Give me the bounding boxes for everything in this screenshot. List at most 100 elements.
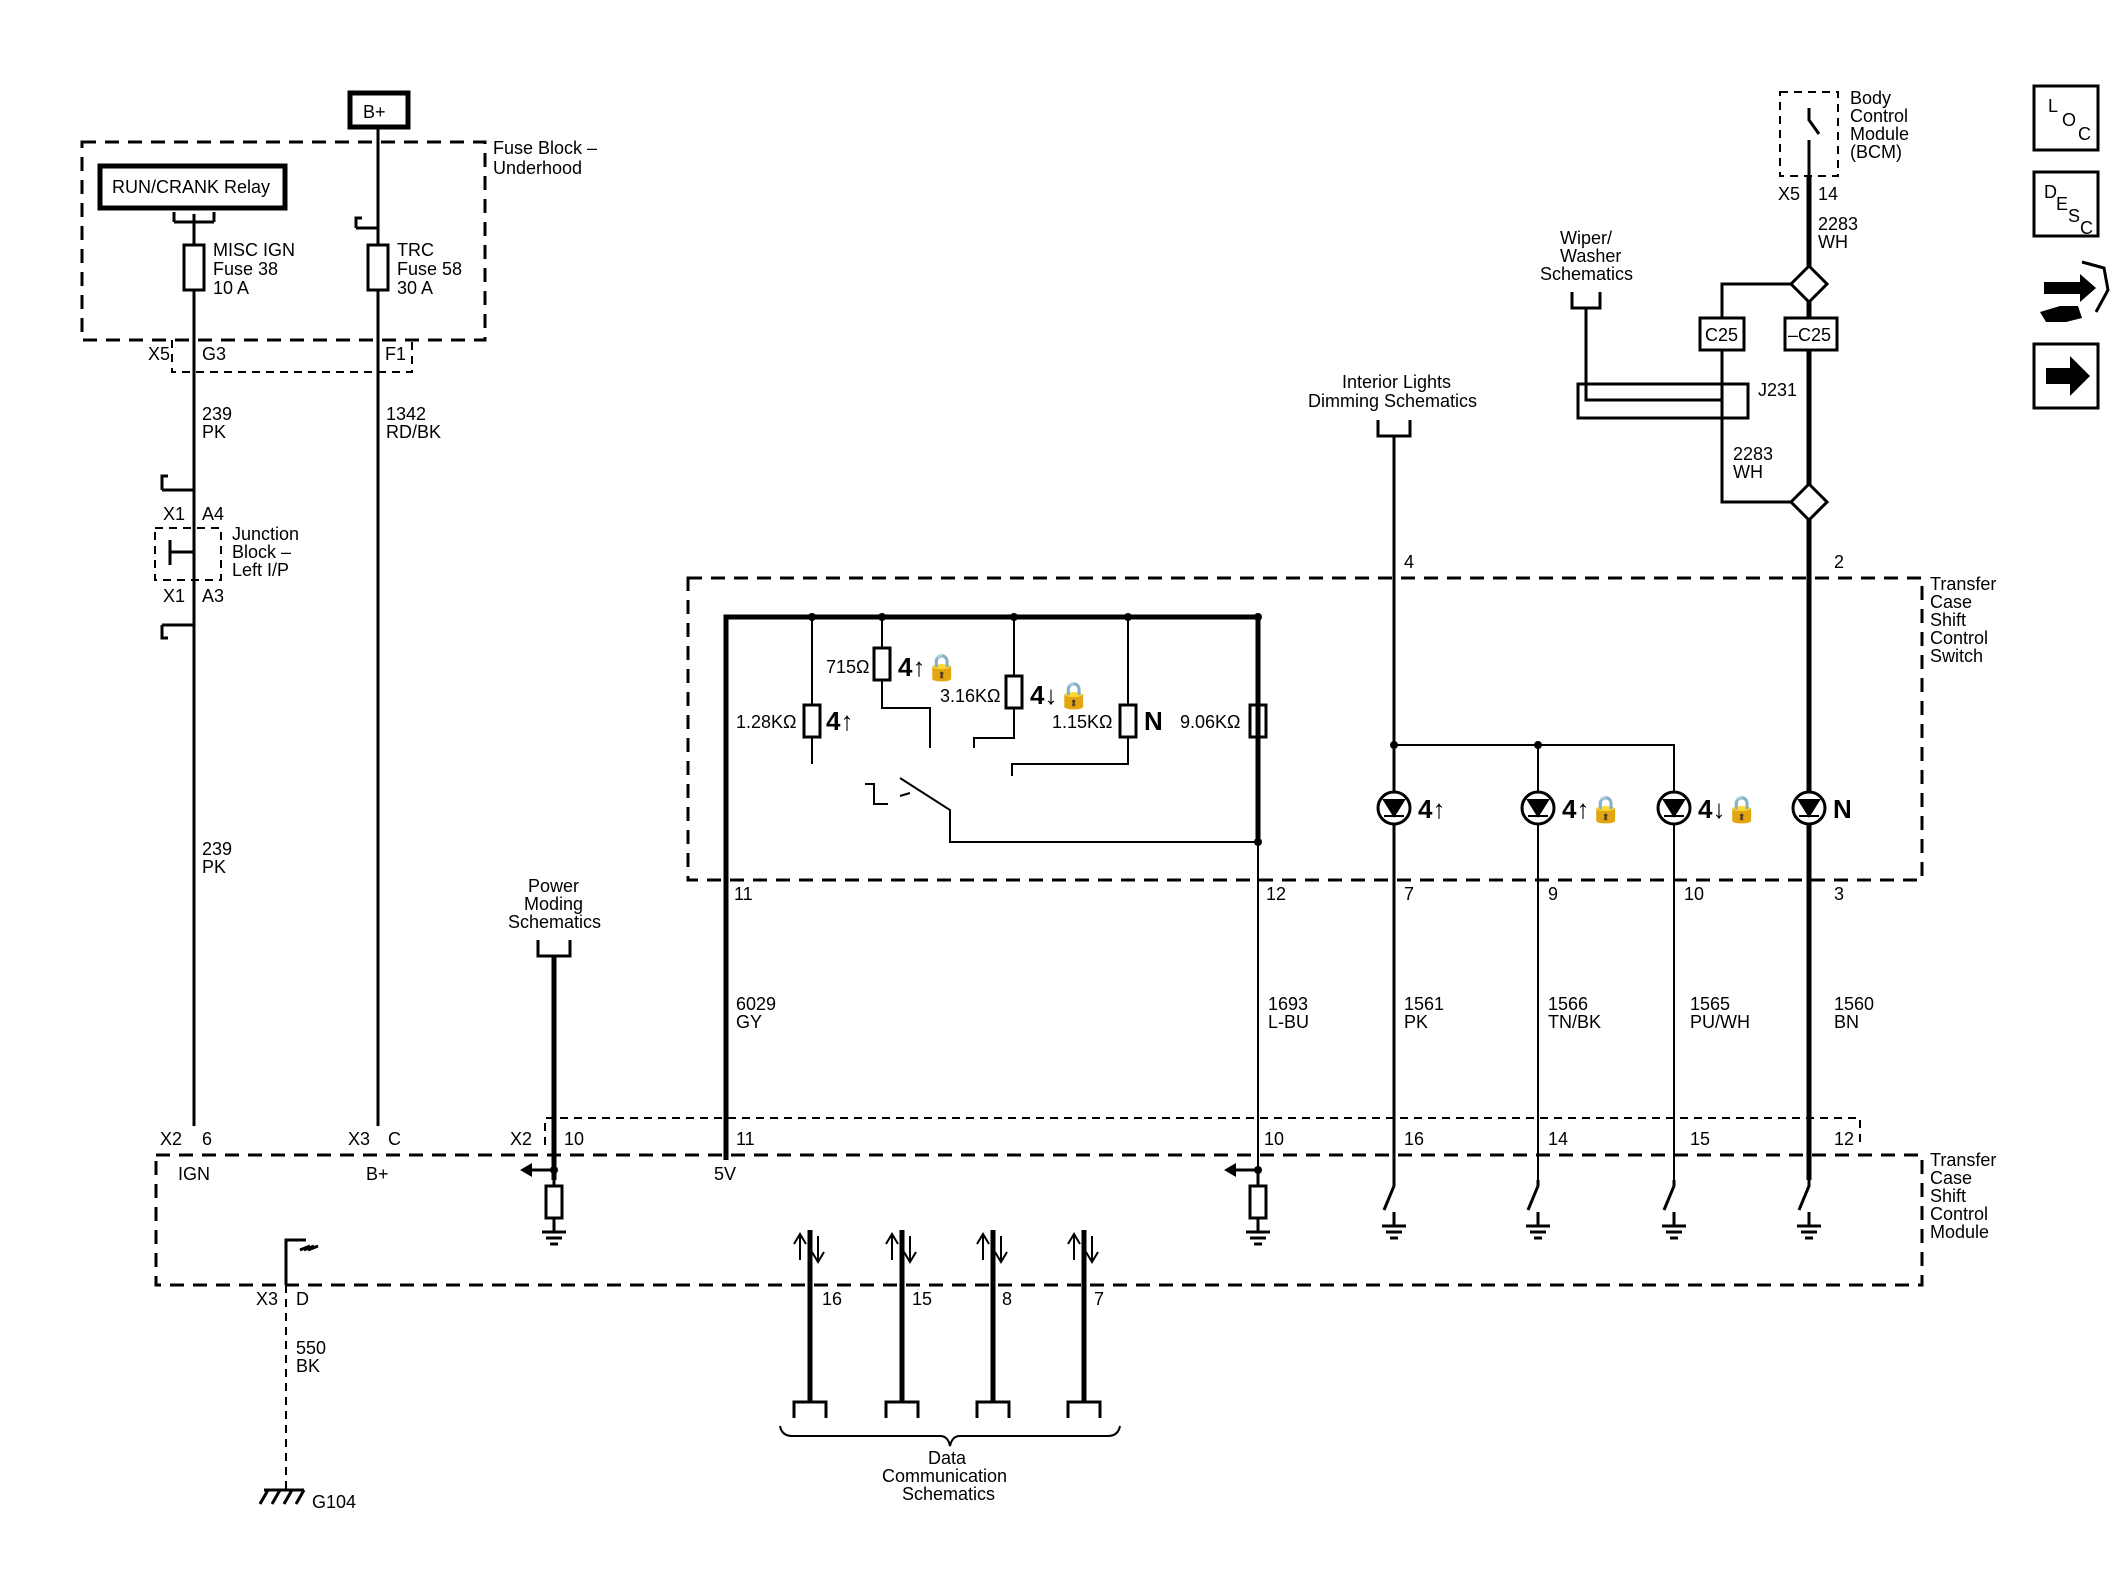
fuse-58 [366, 243, 390, 292]
junction-x1-a3: X1 [163, 586, 185, 606]
resistor-715 [872, 646, 892, 682]
mode-n: N [1144, 706, 1163, 736]
power-label-1: Power [528, 876, 579, 896]
splice-bottom [1788, 481, 1830, 523]
switch-pin-4: 4 [1404, 552, 1414, 572]
svg-text:C: C [2078, 124, 2091, 144]
data-pin-8: 8 [1002, 1289, 1012, 1309]
module-pin-15: 15 [1690, 1129, 1710, 1149]
input-pin-10 [1224, 1163, 1270, 1246]
resistor-128k [802, 703, 822, 739]
wire-1342-label-2: RD/BK [386, 422, 441, 442]
harness-wires: 6029 GY 1693 L-BU 1561 PK 1566 TN/BK 156… [508, 842, 1874, 1180]
svg-text:E: E [2056, 194, 2068, 214]
module-pin-6: 6 [202, 1129, 212, 1149]
wire-1342-label-1: 1342 [386, 404, 426, 424]
module-x3-a: X3 [348, 1129, 370, 1149]
wire-1566-label-1: 1566 [1548, 994, 1588, 1014]
module-label-2: Case [1930, 1168, 1972, 1188]
nav-description-button[interactable]: D E S C [2032, 170, 2100, 238]
r128-label: 1.28KΩ [736, 712, 797, 732]
connector-view-icon[interactable] [2040, 260, 2110, 322]
wire-239-lower-label-2: PK [202, 857, 226, 877]
module-pin-10a: 10 [564, 1129, 584, 1149]
mode-4hi-lock: 4↑🔒 [898, 652, 958, 682]
module-pin-c: C [388, 1129, 401, 1149]
wire-239-lower-label-1: 239 [202, 839, 232, 859]
switch-label-4: Control [1930, 628, 1988, 648]
splice-pack-j231 [1576, 382, 1750, 420]
wire-2283-label-1: 2283 [1818, 214, 1858, 234]
led-n-label: N [1833, 794, 1852, 824]
module-boundary [154, 1153, 1924, 1287]
fuse-38-label-1: MISC IGN [213, 240, 295, 260]
bcm-pin14: 14 [1818, 184, 1838, 204]
switch-pin-2: 2 [1834, 552, 1844, 572]
output-driver-16 [1382, 1180, 1406, 1240]
bcm-section: Body Control Module (BCM) X5 14 2283 WH … [1308, 88, 1909, 1180]
bcm-label-4: (BCM) [1850, 142, 1902, 162]
wire-550-label-1: 550 [296, 1338, 326, 1358]
junction-label-3: Left I/P [232, 560, 289, 580]
output-driver-12 [1797, 1180, 1821, 1240]
svg-text:O: O [2062, 110, 2076, 130]
switch-label-2: Case [1930, 592, 1972, 612]
module-5v: 5V [714, 1164, 736, 1184]
wire-1565-label-2: PU/WH [1690, 1012, 1750, 1032]
connector-c25 [1698, 316, 1746, 352]
fuse-58-label-1: TRC [397, 240, 434, 260]
module-x3-b: X3 [256, 1289, 278, 1309]
fuse-block-label-2: Underhood [493, 158, 582, 178]
input-power-moding [520, 1163, 566, 1246]
power-label-3: Schematics [508, 912, 601, 932]
module-label-3: Shift [1930, 1186, 1966, 1206]
module-label-5: Module [1930, 1222, 1989, 1242]
resistor-115k [1118, 703, 1138, 739]
bcm-x5: X5 [1778, 184, 1800, 204]
r906-label: 9.06KΩ [1180, 712, 1241, 732]
supply-section: B+ Fuse Block – Underhood RUN/CRANK Rela… [80, 90, 597, 1126]
wire-550-label-2: BK [296, 1356, 320, 1376]
module-bplus: B+ [366, 1164, 389, 1184]
led-4lo-lock-label: 4↓🔒 [1698, 794, 1758, 824]
fuse-block-label-1: Fuse Block – [493, 138, 597, 158]
mode-4lo-lock: 4↓🔒 [1030, 680, 1090, 710]
bcm-label-1: Body [1850, 88, 1891, 108]
switch-pin-10: 10 [1684, 884, 1704, 904]
led-4lo-lock: 4↓🔒 [1656, 790, 1758, 826]
junction-label-2: Block – [232, 542, 291, 562]
next-arrow-button[interactable] [2032, 342, 2100, 410]
data-pin-16: 16 [822, 1289, 842, 1309]
led-n: N [1791, 790, 1852, 826]
x5-label: X5 [148, 344, 170, 364]
shift-control-module: Transfer Case Shift Control Module X2 6 … [154, 1117, 1996, 1512]
data-label-1: Data [928, 1448, 967, 1468]
output-driver-15 [1662, 1180, 1686, 1240]
connector-c25-b [1783, 316, 1839, 352]
module-label-1: Transfer [1930, 1150, 1996, 1170]
wire-6029-label-2: GY [736, 1012, 762, 1032]
switch-pin-9: 9 [1548, 884, 1558, 904]
r316-label: 3.16KΩ [940, 686, 1001, 706]
data-label-2: Communication [882, 1466, 1007, 1486]
module-pin-14: 14 [1548, 1129, 1568, 1149]
wiper-label-2: Washer [1560, 246, 1621, 266]
wire-239-label-2: PK [202, 422, 226, 442]
data-comm-lines: 16 15 8 7 Data Communication Schematics [779, 1230, 1121, 1504]
wire-2283b-label-2: WH [1733, 462, 1763, 482]
bplus-label: B+ [363, 102, 386, 122]
switch-label-3: Shift [1930, 610, 1966, 630]
junction-block-left-ip [154, 527, 222, 581]
led-4hi-label: 4↑ [1418, 794, 1445, 824]
junction-a4: A4 [202, 504, 224, 524]
wire-1560-label-1: 1560 [1834, 994, 1874, 1014]
wire-1560-label-2: BN [1834, 1012, 1859, 1032]
nav-location-button[interactable]: L O C [2032, 84, 2100, 152]
r115-label: 1.15KΩ [1052, 712, 1113, 732]
wire-1561-label-2: PK [1404, 1012, 1428, 1032]
wire-2283b-label-1: 2283 [1733, 444, 1773, 464]
shift-control-switch: Transfer Case Shift Control Switch 4 2 7… [686, 552, 1996, 1180]
switch-label-1: Transfer [1930, 574, 1996, 594]
module-ign: IGN [178, 1164, 210, 1184]
module-x2-b: X2 [510, 1129, 532, 1149]
